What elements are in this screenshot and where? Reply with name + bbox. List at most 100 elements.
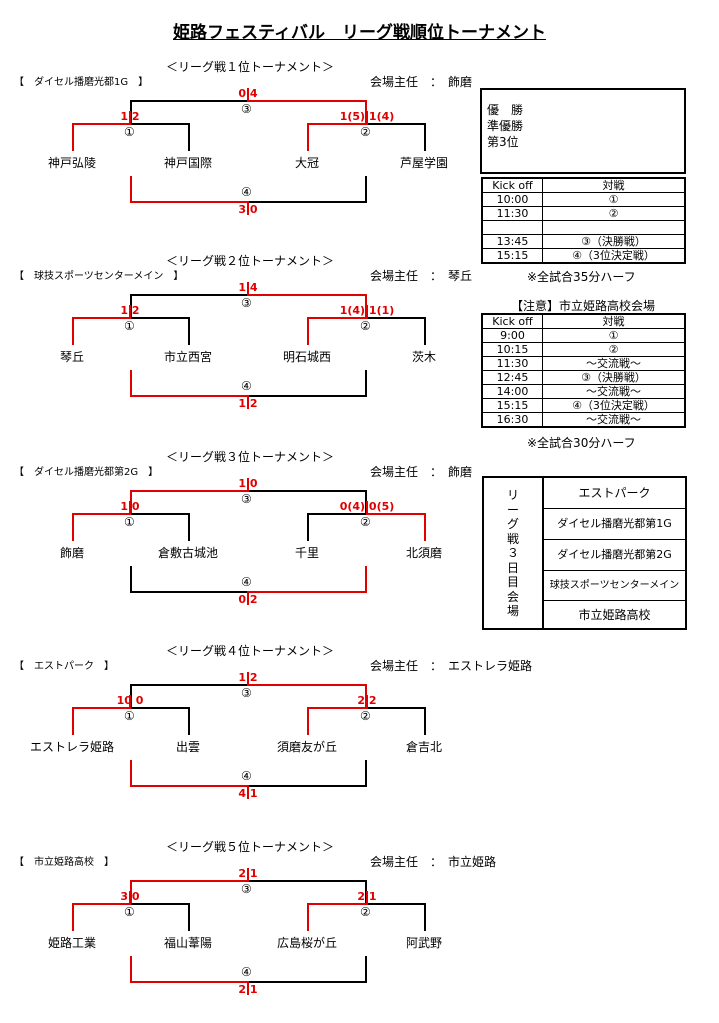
semi2-drop-right: [424, 123, 426, 151]
semi2-line-left: [307, 123, 367, 125]
team-name: 神戸国際: [163, 156, 212, 170]
semi1-winner-mark: [129, 305, 131, 319]
third-winner-mark: [247, 981, 249, 995]
team-name: 倉敷古城池: [157, 546, 218, 560]
semi1-line-left: [72, 123, 130, 125]
semi1-line-right: [130, 317, 190, 319]
final-drop-left: [130, 294, 132, 317]
final-winner-mark: [247, 88, 249, 102]
final-line-right: [248, 684, 367, 686]
team-name: 北須磨: [405, 546, 442, 560]
final-line-left: [130, 490, 248, 492]
third-line-left: [130, 591, 248, 593]
team-name: 茨木: [411, 350, 436, 364]
match-number: ③: [241, 882, 252, 896]
third-line-right: [248, 591, 367, 593]
third-line-right: [248, 785, 367, 787]
venue-item: ダイセル播磨光都第1G: [544, 509, 685, 540]
third-drop-left: [130, 956, 132, 981]
semi2-winner-mark: [366, 501, 368, 515]
final-line-right: [248, 880, 367, 882]
third-line-right: [248, 395, 367, 397]
score: 1 2: [120, 110, 140, 123]
third-line-left: [130, 785, 248, 787]
semi1-winner-mark: [129, 501, 131, 515]
team-name: 市立西宮: [163, 350, 212, 364]
score: 1(5) 1(4): [339, 110, 395, 123]
venue-label: 【 市立姫路高校 】: [14, 857, 114, 868]
match-number: ②: [360, 319, 371, 333]
venue-manager: 会場主任 ： 飾磨: [370, 465, 473, 479]
team-name: 倉吉北: [405, 740, 442, 754]
semi2-drop-left: [307, 707, 309, 735]
semi2-winner-mark: [366, 111, 368, 125]
venue-item: エストパーク: [544, 478, 685, 509]
match-number: ③: [241, 686, 252, 700]
semi1-drop-left: [72, 903, 74, 931]
score: 1 0: [238, 477, 258, 490]
venues-box: リ ー グ 戦 ３ 日 目 会 場 エストパーク ダイセル播磨光都第1G ダイセ…: [482, 476, 687, 630]
third-line-left: [130, 981, 248, 983]
score: 2 1: [238, 983, 258, 996]
score: 2 1: [238, 867, 258, 880]
final-drop-left: [130, 100, 132, 123]
final-drop-left: [130, 684, 132, 707]
semi1-winner-mark: [129, 111, 131, 125]
section-subtitle: ＜リーグ戦４位トーナメント＞: [165, 644, 334, 658]
semi2-line-left: [307, 707, 367, 709]
team-name: 芦屋学園: [399, 156, 448, 170]
semi2-line-left: [307, 903, 367, 905]
team-name: エストレラ姫路: [29, 740, 114, 754]
final-line-left: [130, 294, 248, 296]
match-number: ①: [124, 125, 135, 139]
venue-label: 【 球技スポーツセンターメイン 】: [14, 271, 184, 282]
results-box: 優 勝 準優勝 第3位: [480, 88, 686, 174]
score: 1 0: [120, 500, 140, 513]
match-number: ④: [241, 185, 252, 199]
venue-label: 【 ダイセル播磨光都第2G 】: [14, 467, 159, 478]
score: 1 4: [238, 281, 258, 294]
team-name: 大冠: [294, 156, 319, 170]
team-name: 琴丘: [59, 350, 84, 364]
third-drop-left: [130, 566, 132, 591]
score: 0(4) 0(5): [339, 500, 395, 513]
final-winner-mark: [247, 672, 249, 686]
semi1-drop-right: [188, 123, 190, 151]
section-subtitle: ＜リーグ戦５位トーナメント＞: [165, 840, 334, 854]
score: 3 0: [238, 203, 258, 216]
team-name: 千里: [294, 546, 319, 560]
third-drop-right: [365, 760, 367, 785]
section-subtitle: ＜リーグ戦１位トーナメント＞: [165, 60, 334, 74]
venue-manager: 会場主任 ： 飾磨: [370, 75, 473, 89]
score: 1(4) 1(1): [339, 304, 395, 317]
semi1-drop-right: [188, 513, 190, 541]
match-header: 対戦: [542, 177, 686, 193]
schedule-caption-2: 【注意】市立姫路高校会場: [511, 299, 656, 313]
page-title: 姫路フェスティバル リーグ戦順位トーナメント: [173, 23, 546, 43]
semi1-line-left: [72, 903, 130, 905]
venue-label: 【 ダイセル播磨光都1G 】: [14, 77, 149, 88]
match-number: ④: [241, 769, 252, 783]
match-number: ④: [241, 965, 252, 979]
match-number: ③: [241, 492, 252, 506]
schedule-note-1: ※全試合35分ハーフ: [527, 270, 636, 284]
schedule-note-2: ※全試合30分ハーフ: [527, 436, 636, 450]
score: 2 2: [357, 694, 377, 707]
semi1-drop-right: [188, 903, 190, 931]
team-name: 広島桜が丘: [276, 936, 337, 950]
third-line-right: [248, 981, 367, 983]
semi2-winner-mark: [366, 891, 368, 905]
venue-manager: 会場主任 ： 市立姫路: [370, 855, 497, 869]
third-drop-left: [130, 760, 132, 785]
match-number: ①: [124, 905, 135, 919]
semi1-drop-right: [188, 707, 190, 735]
match-header: 対戦: [542, 313, 686, 329]
score: 1 2: [238, 397, 258, 410]
venue-manager: 会場主任 ： 琴丘: [370, 269, 473, 283]
match-number: ②: [360, 905, 371, 919]
final-drop-left: [130, 880, 132, 903]
